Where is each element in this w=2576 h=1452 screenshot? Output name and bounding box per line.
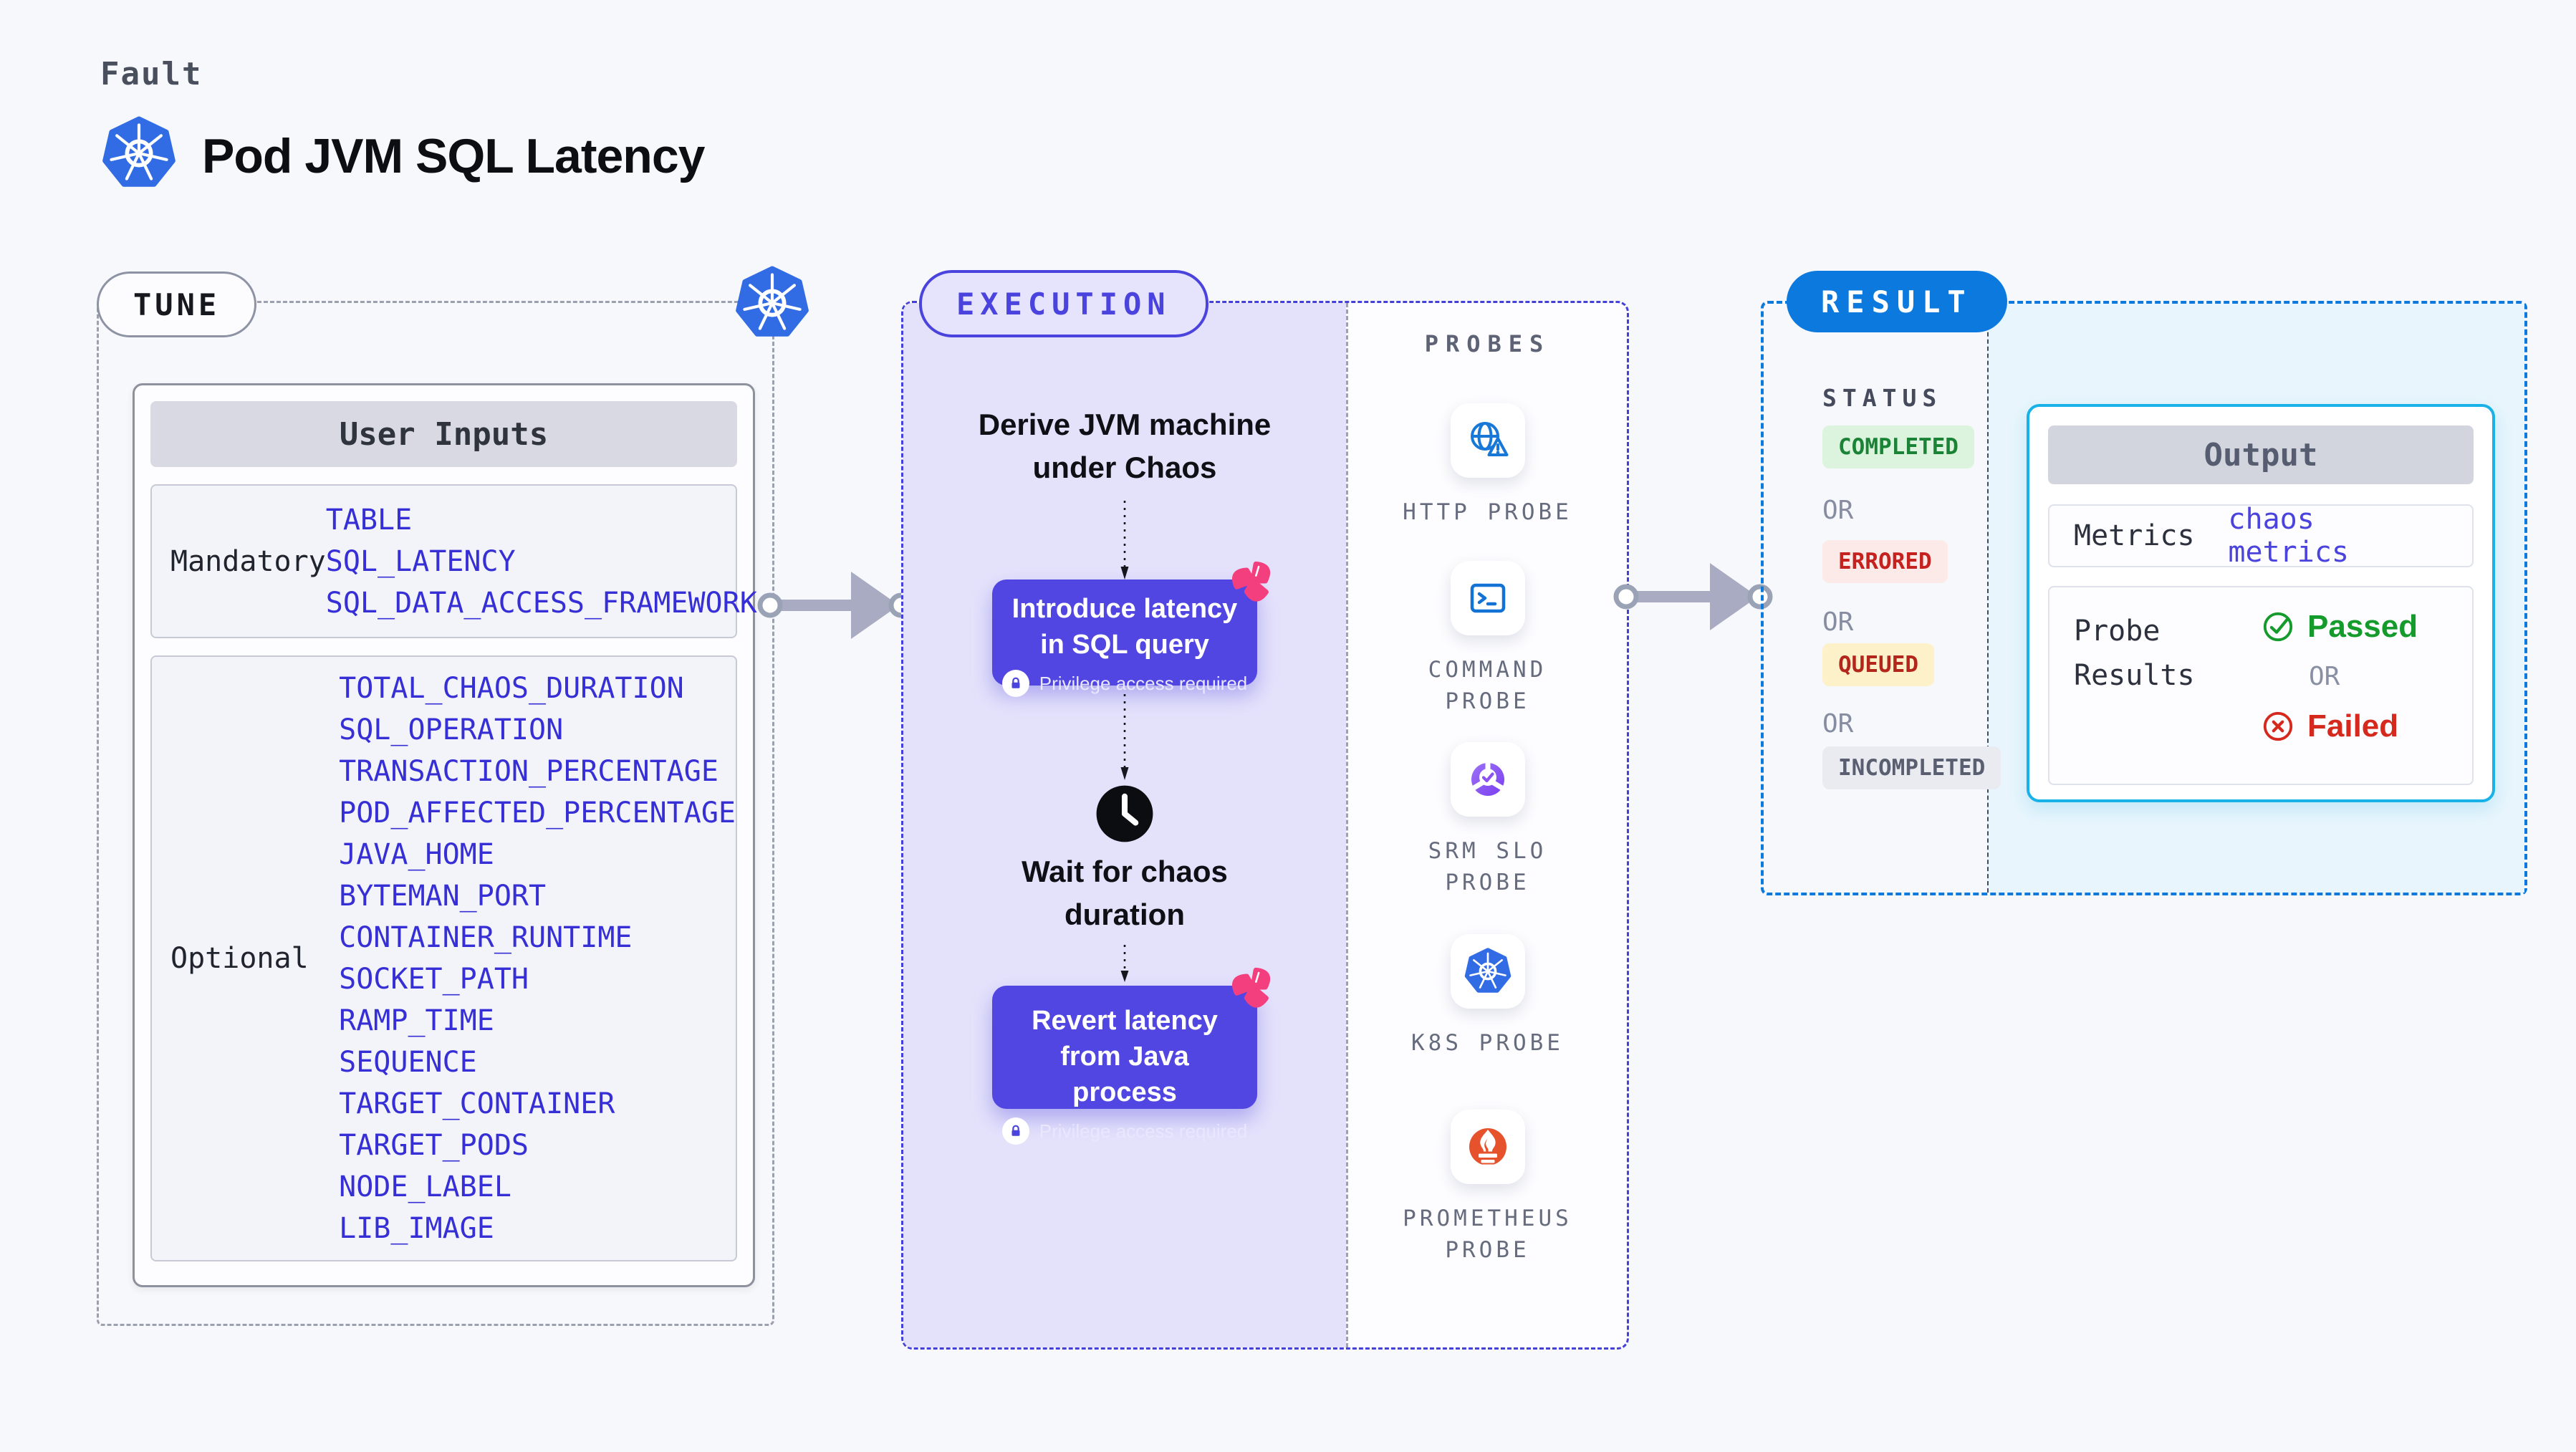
probes-column: PROBES HTTP PROBE COMMAND PROBE SRM SLO … [1348, 303, 1627, 1347]
page-title: Pod JVM SQL Latency [202, 129, 705, 183]
probe-name: K8S PROBE [1411, 1030, 1564, 1056]
optional-label: Optional [170, 942, 309, 975]
probe-item-http: HTTP PROBE [1348, 403, 1627, 528]
clock-icon [1094, 783, 1155, 845]
flow-arrow-icon [1120, 501, 1129, 580]
input-var: POD_AFFECTED_PERCENTAGE [339, 797, 736, 830]
input-var: SQL_LATENCY [325, 544, 516, 578]
metrics-label: Metrics [2074, 519, 2195, 552]
input-var: SOCKET_PATH [339, 963, 529, 996]
chaos-petal-icon [1226, 554, 1279, 607]
input-var: TRANSACTION_PERCENTAGE [339, 755, 719, 788]
tune-panel: TUNE User Inputs Mandatory TABLE SQL_LAT… [97, 301, 774, 1326]
privilege-note: Privilege access required [992, 670, 1257, 697]
probe-item-prometheus: PROMETHEUS PROBE [1348, 1110, 1627, 1266]
probe-results-label: Probe Results [2074, 615, 2195, 692]
input-var: BYTEMAN_PORT [339, 880, 547, 913]
or-label: OR [1822, 496, 1854, 525]
output-header: Output [2048, 425, 2474, 484]
status-badge-completed: COMPLETED [1822, 425, 1974, 468]
output-card: Output Metrics chaos metrics Probe Resul… [2027, 404, 2495, 802]
command-probe-icon [1450, 561, 1525, 635]
lock-icon [1001, 670, 1029, 697]
action-revert-latency: Revert latency from Java process Privile… [992, 986, 1257, 1145]
metrics-row: Metrics chaos metrics [2048, 503, 2474, 569]
x-circle-icon [2262, 710, 2294, 743]
probes-label: PROBES [1424, 330, 1551, 357]
mandatory-values: TABLE SQL_LATENCY SQL_DATA_ACCESS_FRAMEW… [326, 486, 757, 637]
action-title: Revert latency from Java process [1032, 1006, 1218, 1107]
probe-name: COMMAND PROBE [1428, 657, 1547, 714]
input-var: TARGET_CONTAINER [339, 1087, 615, 1120]
mandatory-section: Mandatory TABLE SQL_LATENCY SQL_DATA_ACC… [150, 484, 757, 638]
tune-badge: TUNE [97, 271, 257, 337]
execution-badge: EXECUTION [919, 270, 1208, 337]
probe-name: PROMETHEUS PROBE [1403, 1206, 1572, 1263]
kubernetes-logo-icon [102, 116, 176, 191]
chaos-petal-icon [1226, 961, 1279, 1014]
fault-kicker: Fault [100, 56, 203, 92]
user-inputs-header: User Inputs [150, 401, 737, 467]
input-var: TARGET_PODS [339, 1129, 529, 1162]
status-label: STATUS [1822, 384, 1943, 412]
probes-divider [1346, 303, 1348, 1347]
execution-flow: Derive JVM machine under Chaos Introduce… [903, 303, 1346, 1347]
execution-panel: EXECUTION Derive JVM machine under Chaos… [901, 270, 1629, 1350]
check-circle-icon [2262, 610, 2294, 643]
step-wait: Wait for chaos duration [1022, 855, 1228, 931]
lock-icon [1001, 1117, 1029, 1145]
status-badge-incompleted: INCOMPLETED [1822, 746, 2001, 789]
result-badge: RESULT [1787, 271, 2007, 332]
arrow-execution-to-result [1613, 563, 1773, 630]
input-var: SQL_OPERATION [339, 713, 564, 746]
mandatory-label: Mandatory [170, 544, 326, 578]
flow-arrow-icon [1120, 945, 1129, 982]
result-panel: RESULT STATUS COMPLETED OR ERRORED OR QU… [1761, 271, 2527, 895]
privilege-note: Privilege access required [992, 1117, 1257, 1145]
probe-name: SRM SLO PROBE [1428, 838, 1547, 895]
probe-item-command: COMMAND PROBE [1348, 561, 1627, 717]
failed-line: Failed [2262, 708, 2418, 744]
input-var: RAMP_TIME [339, 1004, 494, 1037]
srm-slo-probe-icon [1450, 742, 1525, 817]
input-var: JAVA_HOME [339, 838, 494, 871]
or-label: OR [1822, 607, 1854, 637]
http-probe-icon [1450, 403, 1525, 478]
or-label: OR [2309, 662, 2340, 691]
prometheus-probe-icon [1450, 1110, 1525, 1184]
k8s-probe-icon [1450, 934, 1525, 1009]
status-badge-queued: QUEUED [1822, 643, 1934, 686]
passed-label: Passed [2307, 609, 2418, 644]
arrow-tune-to-execution [757, 572, 914, 639]
metrics-value: chaos metrics [2228, 503, 2349, 569]
input-var: SEQUENCE [339, 1046, 477, 1079]
or-label: OR [1822, 709, 1854, 739]
input-var: SQL_DATA_ACCESS_FRAMEWORK [325, 586, 757, 620]
failed-label: Failed [2307, 708, 2399, 744]
user-inputs-card: User Inputs Mandatory TABLE SQL_LATENCY … [133, 383, 757, 1287]
optional-section: Optional TOTAL_CHAOS_DURATION SQL_OPERAT… [150, 655, 737, 1261]
input-var: TOTAL_CHAOS_DURATION [339, 672, 684, 705]
input-var: TABLE [325, 503, 413, 537]
input-var: CONTAINER_RUNTIME [339, 921, 633, 954]
optional-values: TOTAL_CHAOS_DURATION SQL_OPERATION TRANS… [339, 657, 736, 1260]
action-title: Introduce latency in SQL query [1011, 594, 1238, 660]
input-var: NODE_LABEL [339, 1170, 511, 1203]
input-var: LIB_IMAGE [339, 1212, 494, 1245]
status-badge-errored: ERRORED [1822, 540, 1948, 583]
probe-results-row: Probe Results Passed OR Failed [2048, 586, 2474, 785]
step-derive: Derive JVM machine under Chaos [978, 408, 1272, 484]
probe-name: HTTP PROBE [1403, 499, 1572, 525]
action-introduce-latency: Introduce latency in SQL query Privilege… [992, 580, 1257, 697]
passed-line: Passed [2262, 609, 2418, 645]
flow-arrow-icon [1120, 694, 1129, 780]
kubernetes-corner-icon [735, 266, 809, 340]
probe-item-srm-slo: SRM SLO PROBE [1348, 742, 1627, 898]
probe-item-k8s: K8S PROBE [1348, 934, 1627, 1059]
probe-results-values: Passed OR Failed [2262, 609, 2418, 762]
